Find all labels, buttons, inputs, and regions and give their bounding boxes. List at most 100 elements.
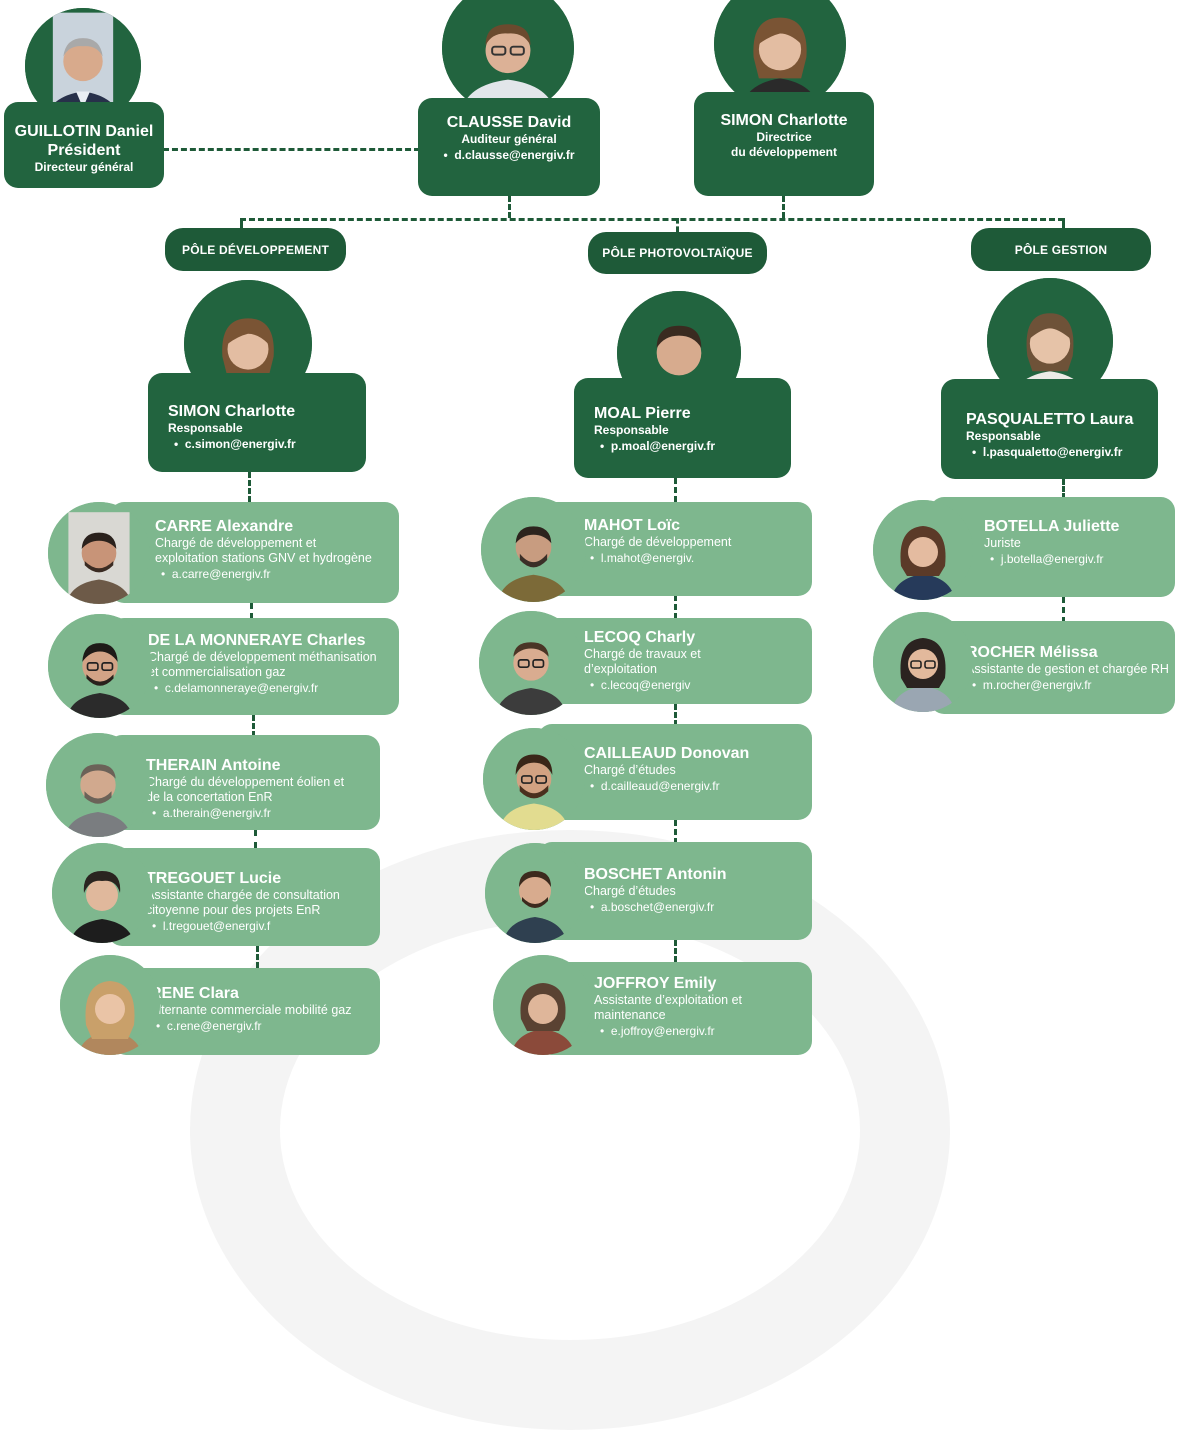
card-cailleaud: CAILLEAUD Donovan Chargé d’études • d.ca… xyxy=(538,724,812,820)
person-name: PASQUALETTO Laura xyxy=(966,411,1134,428)
avatar-rocher xyxy=(873,612,973,712)
person-role: Chargé de développement méthanisation xyxy=(148,650,377,664)
person-email: • d.clausse@energiv.fr xyxy=(443,148,575,162)
person-name: JOFFROY Emily xyxy=(594,975,717,992)
person-name: TREGOUET Lucie xyxy=(146,870,282,887)
pole-label-photovoltaique: PÔLE PHOTOVOLTAÏQUE xyxy=(588,232,767,274)
person-role: du développement xyxy=(730,145,837,159)
person-email: • m.rocher@energiv.fr xyxy=(972,678,1092,692)
avatar-cailleaud xyxy=(483,728,585,830)
person-email: • l.mahot@energiv. xyxy=(590,551,695,565)
connector-line xyxy=(676,218,679,232)
connector-line xyxy=(254,830,257,848)
person-role: Assistante chargée de consultation xyxy=(146,888,340,902)
avatar-therain xyxy=(46,733,150,837)
card-head-photovoltaique: MOAL Pierre Responsable • p.moal@energiv… xyxy=(574,378,791,478)
card-guillotin: GUILLOTIN Daniel Président Directeur gén… xyxy=(4,102,164,188)
person-name: SIMON Charlotte xyxy=(168,403,296,420)
connector-line xyxy=(782,196,785,218)
connector-line xyxy=(674,940,677,962)
person-role: de la concertation EnR xyxy=(146,790,273,804)
person-role: Alternante commerciale mobilité gaz xyxy=(150,1003,352,1017)
connector-line xyxy=(1062,479,1065,499)
person-name: ROCHER Mélissa xyxy=(966,644,1098,661)
avatar-joffroy xyxy=(493,955,593,1055)
person-role: Chargé du développement éolien et xyxy=(146,775,345,789)
person-name: BOSCHET Antonin xyxy=(584,866,727,883)
person-name: THERAIN Antoine xyxy=(146,757,281,774)
connector-line xyxy=(240,218,1064,221)
connector-line xyxy=(508,196,511,218)
person-email: • d.cailleaud@energiv.fr xyxy=(590,779,720,793)
person-email: • c.delamonneraye@energiv.fr xyxy=(154,681,319,695)
person-name: RENE Clara xyxy=(150,985,239,1002)
person-name: LECOQ Charly xyxy=(584,629,696,646)
card-head-developpement: SIMON Charlotte Responsable • c.simon@en… xyxy=(148,373,366,472)
avatar-tregouet xyxy=(52,843,152,943)
card-therain: THERAIN Antoine Chargé du développement … xyxy=(108,735,380,830)
connector-line xyxy=(250,603,253,619)
person-role: citoyenne pour des projets EnR xyxy=(146,903,321,917)
person-role: Assistante d’exploitation et xyxy=(594,993,743,1007)
person-title: Président xyxy=(47,142,121,159)
person-role: et commercialisation gaz xyxy=(148,665,286,679)
person-role: maintenance xyxy=(594,1008,666,1022)
avatar-mahot xyxy=(481,497,586,602)
connector-line xyxy=(163,148,420,151)
person-name: MOAL Pierre xyxy=(594,405,691,422)
person-role: d’exploitation xyxy=(584,662,657,676)
connector-line xyxy=(256,946,259,968)
person-role: Auditeur général xyxy=(461,132,557,146)
person-email: • c.lecoq@energiv xyxy=(590,678,691,692)
connector-line xyxy=(674,704,677,726)
person-role: Directrice xyxy=(756,130,812,144)
connector-line xyxy=(248,472,251,502)
person-name: DE LA MONNERAYE Charles xyxy=(148,632,366,649)
card-rene: RENE Clara Alternante commerciale mobili… xyxy=(112,968,380,1055)
person-email: • l.tregouet@energiv.f xyxy=(152,919,271,933)
person-role: Directeur général xyxy=(34,160,134,174)
person-role: Assistante de gestion et chargée RH xyxy=(966,662,1169,676)
person-role: Chargé de développement xyxy=(584,535,732,549)
person-role: Chargé de travaux et xyxy=(584,647,701,661)
card-tregouet: TREGOUET Lucie Assistante chargée de con… xyxy=(108,848,380,946)
connector-line xyxy=(1062,218,1065,228)
person-name: CLAUSSE David xyxy=(446,114,572,131)
avatar-rene xyxy=(60,955,160,1055)
person-name: CAILLEAUD Donovan xyxy=(584,745,750,762)
person-role: Chargé d’études xyxy=(584,763,676,777)
avatar-boschet xyxy=(485,843,585,943)
person-name: SIMON Charlotte xyxy=(720,112,848,129)
person-email: • e.joffroy@energiv.fr xyxy=(600,1024,715,1038)
connector-line xyxy=(674,478,677,502)
connector-line xyxy=(674,595,677,619)
avatar-delamonneraye xyxy=(48,614,152,718)
person-role: Chargé de développement et xyxy=(155,536,317,550)
person-email: • p.moal@energiv.fr xyxy=(600,439,716,453)
person-email: • c.rene@energiv.fr xyxy=(156,1019,262,1033)
avatar-botella xyxy=(873,500,973,600)
avatar-clausse xyxy=(442,0,574,114)
person-role: Responsable xyxy=(966,429,1041,443)
card-lecoq: LECOQ Charly Chargé de travaux et d’expl… xyxy=(538,618,812,704)
person-email: • a.boschet@energiv.fr xyxy=(590,900,715,914)
pole-label-gestion: PÔLE GESTION xyxy=(971,228,1151,271)
card-rocher: ROCHER Mélissa Assistante de gestion et … xyxy=(930,621,1175,714)
connector-line xyxy=(252,715,255,737)
person-role: Chargé d’études xyxy=(584,884,676,898)
person-email: • a.carre@energiv.fr xyxy=(161,567,271,581)
connector-line xyxy=(240,218,243,230)
person-name: MAHOT Loïc xyxy=(584,517,680,534)
person-email: • a.therain@energiv.fr xyxy=(152,806,271,820)
person-role: Responsable xyxy=(594,423,669,437)
card-head-gestion: PASQUALETTO Laura Responsable • l.pasqua… xyxy=(941,379,1158,479)
person-email: • c.simon@energiv.fr xyxy=(174,437,296,451)
person-role: exploitation stations GNV et hydrogène xyxy=(155,551,372,565)
card-boschet: BOSCHET Antonin Chargé d’études • a.bosc… xyxy=(538,842,812,940)
person-name: GUILLOTIN Daniel xyxy=(14,123,154,140)
person-name: BOTELLA Juliette xyxy=(984,518,1120,535)
avatar-lecoq xyxy=(479,611,583,715)
connector-line xyxy=(1062,597,1065,623)
card-carre: CARRE Alexandre Chargé de développement … xyxy=(110,502,399,603)
person-email: • l.pasqualetto@energiv.fr xyxy=(972,445,1123,459)
